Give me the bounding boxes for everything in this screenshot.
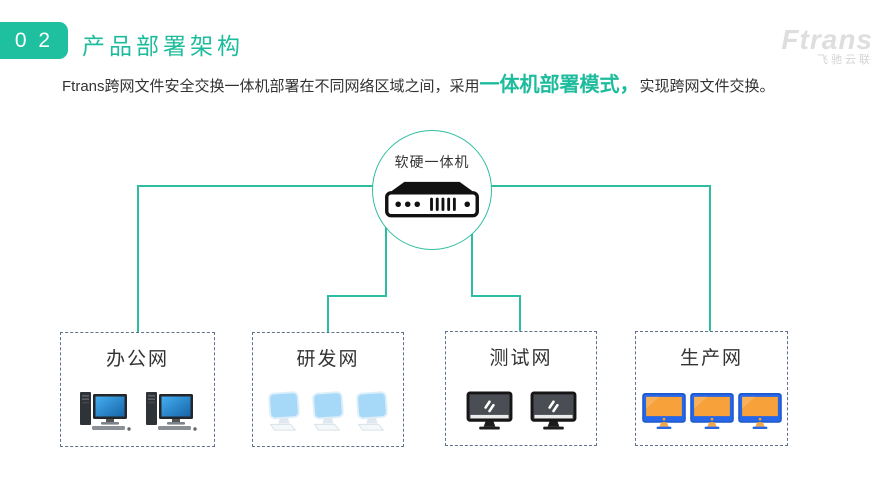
connector-line [471, 295, 521, 297]
description-text: Ftrans跨网文件安全交换一体机部署在不同网络区域之间，采用一体机部署模式，实… [62, 72, 862, 100]
connector-line [137, 185, 139, 333]
connector-line [137, 185, 434, 187]
connector-line [327, 295, 387, 297]
device-icons [79, 389, 197, 433]
network-label: 生产网 [679, 348, 743, 369]
description-suffix: 实现跨网文件交换。 [639, 78, 775, 95]
network-box-rnd: 研发网 [252, 332, 404, 447]
connector-line [385, 196, 387, 297]
dark-monitor-icon [466, 391, 512, 432]
description-prefix: Ftrans跨网文件安全交换一体机部署在不同网络区域之间，采用 [62, 78, 480, 95]
connector-line [434, 185, 711, 187]
desktop-pc-icon [145, 392, 197, 431]
server-appliance-icon [385, 181, 479, 218]
page-title: 产品部署架构 [82, 33, 244, 59]
desktop-pc-icon [79, 392, 131, 431]
dark-monitor-icon [530, 391, 576, 432]
light-blue-monitor-icon [267, 391, 301, 432]
orange-monitor-icon [737, 392, 782, 430]
brand-wordmark: Ftrans [781, 24, 873, 55]
light-blue-monitor-icon [311, 391, 345, 432]
device-icons [641, 392, 782, 432]
orange-monitor-icon [689, 392, 734, 430]
light-blue-monitor-icon [355, 391, 389, 432]
brand-tagline: 飞驰云联 [817, 54, 873, 66]
network-label: 测试网 [489, 348, 553, 369]
network-label: 研发网 [296, 349, 360, 370]
connector-line [709, 185, 711, 332]
network-label: 办公网 [105, 349, 169, 370]
device-icons [263, 391, 393, 433]
description-highlight: 一体机部署模式， [479, 74, 640, 96]
network-box-office: 办公网 [60, 332, 215, 447]
brand-logo: Ftrans 飞驰云联 [781, 26, 873, 66]
connector-line [471, 196, 473, 297]
appliance-hub-circle: 软硬一体机 [372, 130, 492, 250]
network-box-production: 生产网 [635, 331, 788, 446]
device-icons [466, 391, 577, 432]
network-box-test: 测试网 [445, 331, 597, 446]
section-number-badge: 0 2 [0, 22, 68, 59]
connector-line [519, 295, 521, 332]
appliance-label: 软硬一体机 [394, 154, 470, 170]
section-number: 0 2 [14, 28, 54, 52]
orange-monitor-icon [641, 392, 686, 430]
connector-line [327, 295, 329, 333]
